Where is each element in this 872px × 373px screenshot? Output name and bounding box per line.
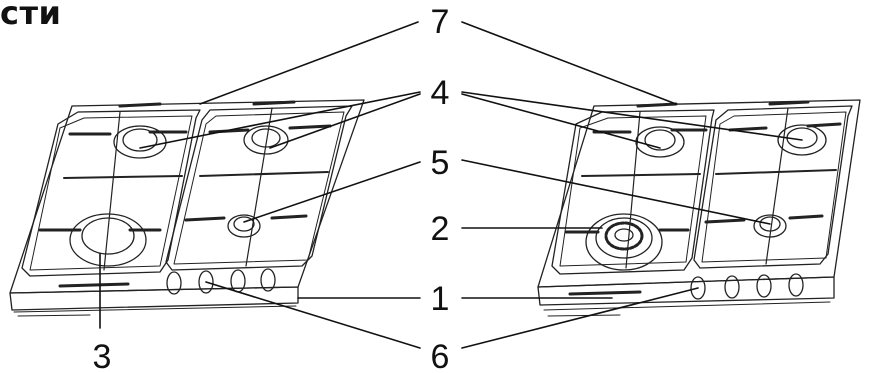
right-grate-left: [551, 109, 715, 275]
leader-4-b: [269, 93, 421, 149]
left-burner-front-left-large: [69, 213, 147, 267]
callout-5: 5: [431, 144, 450, 182]
section-heading: сти: [0, 0, 62, 32]
left-grate-left: [21, 109, 201, 277]
leader-5-right: [461, 159, 771, 225]
right-hob: [537, 99, 861, 317]
leader-4-c: [461, 93, 661, 149]
callout-4: 4: [431, 74, 450, 112]
callout-6: 6: [431, 338, 450, 373]
left-burner-rear-right: [243, 125, 289, 155]
leader-7-left: [199, 21, 419, 105]
leader-5-left: [243, 161, 421, 223]
left-hob: [9, 99, 365, 317]
right-burner-rear-left: [635, 126, 685, 158]
leader-7-right: [461, 21, 677, 105]
leader-4-a: [139, 91, 421, 149]
leader-6-left: [205, 281, 421, 349]
callout-3: 3: [93, 338, 112, 373]
left-grate-right: [165, 105, 353, 271]
callout-2: 2: [431, 210, 450, 248]
right-burner-front-small: [753, 214, 787, 238]
left-hob-front-strip: [58, 282, 130, 288]
right-hob-front-face: [537, 276, 835, 306]
left-burner-front-right-small: [227, 214, 261, 238]
right-burner-wok: [585, 213, 663, 271]
left-hob-front-face: [9, 286, 299, 311]
right-control-knobs: [690, 273, 804, 300]
leader-lines: [99, 21, 803, 349]
callout-7: 7: [431, 3, 450, 41]
left-burner-rear-left: [113, 125, 167, 159]
leader-6-right: [461, 287, 699, 349]
right-hob-front-strip: [568, 290, 642, 296]
leader-4-d: [461, 91, 803, 141]
right-grate-right: [693, 105, 853, 269]
left-control-knobs: [166, 268, 276, 295]
callout-1: 1: [431, 280, 450, 318]
